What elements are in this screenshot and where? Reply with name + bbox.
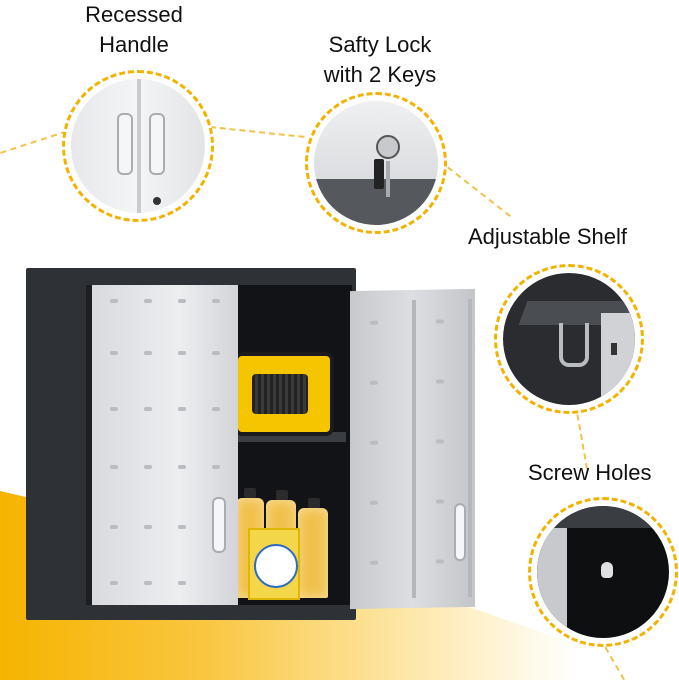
label-screw-holes: Screw Holes <box>528 460 652 485</box>
connector-left <box>0 130 68 154</box>
cabinet-shelf <box>232 432 346 442</box>
jobsite-radio-photo <box>234 352 334 436</box>
connector-right-top <box>438 160 511 217</box>
handle-slot-right-icon <box>149 113 165 175</box>
recessed-handle-icon <box>212 497 226 553</box>
screw-hole-photo <box>537 506 669 638</box>
label-safety-lock: Safty Lock with 2 Keys <box>310 30 450 90</box>
label-adjustable-shelf: Adjustable Shelf <box>468 224 627 249</box>
safety-lock-detail-circle <box>305 92 447 234</box>
recessed-handle-photo <box>71 79 205 213</box>
detergent-box <box>248 528 300 600</box>
door-handle-icon <box>454 503 466 562</box>
label-recessed-handle-text: Recessed Handle <box>85 2 183 57</box>
label-safety-lock-line2: with 2 Keys <box>323 62 437 87</box>
adjustable-shelf-detail-circle <box>494 264 644 414</box>
cabinet-door-left <box>86 285 238 605</box>
screw-holes-detail-circle <box>528 497 678 647</box>
lock-with-keys-photo <box>314 101 438 225</box>
label-recessed-handle: Recessed Handle <box>72 0 196 60</box>
recessed-handle-detail-circle <box>62 70 214 222</box>
handle-slot-left-icon <box>117 113 133 175</box>
oil-bottle-3 <box>298 508 328 598</box>
shelf-bracket-photo <box>503 273 635 405</box>
label-safety-lock-line1: Safty Lock <box>328 32 432 57</box>
cabinet-door-right <box>350 288 475 610</box>
connector-middle <box>209 126 305 138</box>
